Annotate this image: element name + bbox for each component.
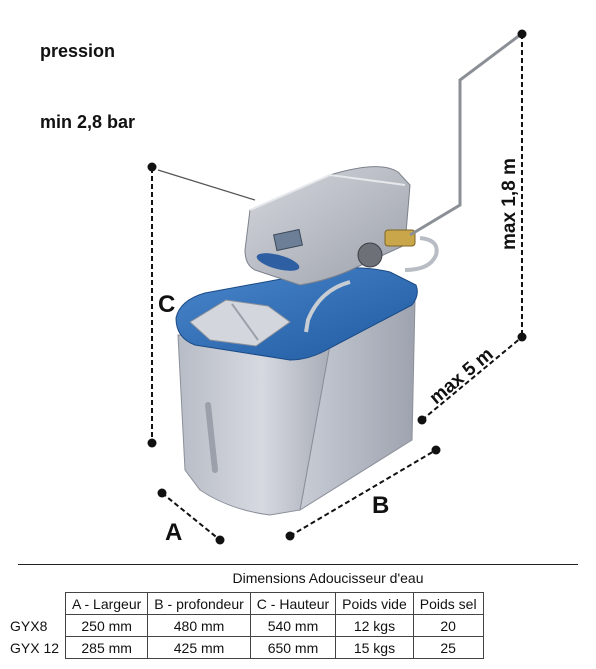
table-cell: 25 bbox=[412, 636, 484, 659]
table-cell: 15 kgs bbox=[335, 636, 414, 659]
header-cell: Poids vide bbox=[335, 592, 414, 615]
header-cell: B - profondeur bbox=[147, 592, 251, 615]
pressure-value: min 2,8 bar bbox=[40, 112, 135, 132]
header-cell: Poids sel bbox=[412, 592, 484, 615]
pipe-connector bbox=[384, 229, 416, 247]
dimensions-table: A - Largeur B - profondeur C - Hauteur P… bbox=[10, 592, 484, 659]
supply-pipe bbox=[409, 33, 521, 237]
valve-mechanism bbox=[357, 242, 383, 268]
max-height-label: max 1,8 m bbox=[499, 158, 520, 250]
control-valve bbox=[244, 166, 411, 286]
table-cell: 285 mm bbox=[65, 636, 149, 659]
dimension-b-label: B bbox=[372, 492, 389, 519]
table-top-rule bbox=[18, 564, 578, 565]
table-caption: Dimensions Adoucisseur d'eau bbox=[232, 570, 424, 586]
dimension-c-label: C bbox=[158, 291, 175, 318]
water-softener-diagram: pression min 2,8 bar C A B max 1,8 m ma bbox=[40, 29, 527, 546]
valve-display bbox=[273, 228, 303, 252]
brand-badge bbox=[256, 253, 300, 271]
header-cell: A - Largeur bbox=[65, 592, 149, 615]
table-header-row: A - Largeur B - profondeur C - Hauteur P… bbox=[10, 592, 484, 615]
table-cell: 250 mm bbox=[65, 614, 149, 637]
table-cell: 480 mm bbox=[147, 614, 251, 637]
row-model-label: GYX 12 bbox=[10, 639, 60, 656]
table-cell: 540 mm bbox=[249, 614, 337, 637]
table-cell: 650 mm bbox=[249, 636, 337, 659]
cabinet-label-strip bbox=[205, 402, 218, 473]
dimension-a-label: A bbox=[165, 519, 182, 546]
leader-line bbox=[157, 169, 256, 201]
table-row: GYX 12 285 mm 425 mm 650 mm 15 kgs 25 bbox=[10, 636, 484, 659]
dimension-line-a bbox=[161, 492, 221, 541]
table-cell: 20 bbox=[412, 614, 484, 637]
header-cell: C - Hauteur bbox=[249, 592, 337, 615]
dimension-line-distance bbox=[421, 336, 523, 421]
row-model-label: GYX8 bbox=[10, 617, 48, 634]
dimension-line-b bbox=[289, 449, 437, 537]
table-cell: 425 mm bbox=[147, 636, 251, 659]
salt-hatch bbox=[189, 299, 291, 347]
pressure-label: pression bbox=[40, 41, 115, 61]
drain-hose bbox=[304, 280, 351, 333]
table-row: GYX8 250 mm 480 mm 540 mm 12 kgs 20 bbox=[10, 614, 484, 637]
table-cell: 12 kgs bbox=[335, 614, 414, 637]
bypass-hose bbox=[404, 236, 439, 272]
max-distance-label: max 5 m bbox=[426, 344, 498, 409]
